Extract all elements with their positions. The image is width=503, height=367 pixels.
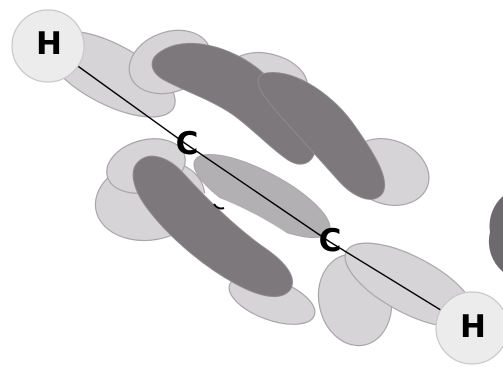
atom-label-h-right: H [460,309,486,345]
bond-c-c [185,143,331,243]
hydrogen-sphere-left [11,9,85,83]
partial-sphere-edge [488,196,503,272]
atom-label-h-left: H [36,26,62,62]
pi-lobe-bottom [132,155,293,298]
pi-lobe-top-right [257,72,386,200]
dark-lobe-group [132,42,386,298]
pi-lobe-top [151,42,316,165]
stray-mark [213,203,225,210]
hydrogen-sphere-right [435,291,503,365]
atom-label-c-left: C [176,126,199,162]
atom-label-c-right: C [319,223,342,259]
